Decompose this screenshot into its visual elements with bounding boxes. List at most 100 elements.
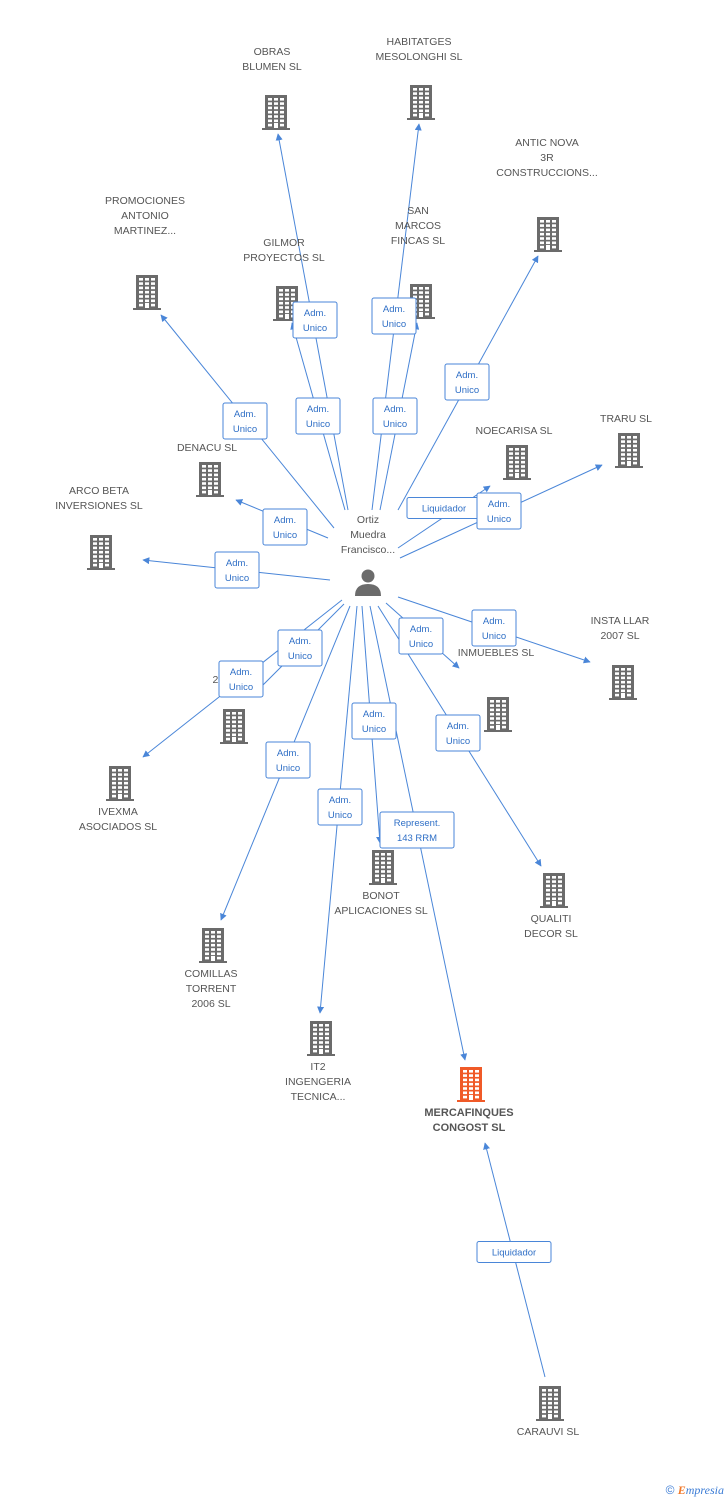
edge-label-mercafinques[interactable]: Represent.143 RRM xyxy=(379,811,455,849)
company-node-traru[interactable]: TRARU SL xyxy=(600,413,652,468)
edge-label-bonot-text: Unico xyxy=(362,724,386,735)
edge-label-qualiti-text: Adm. xyxy=(447,721,469,732)
edge-label-promociones-text: Unico xyxy=(233,424,257,435)
company-label: PROMOCIONESANTONIOMARTINEZ... xyxy=(105,195,185,237)
edge-label-bonot-text: Adm. xyxy=(363,709,385,720)
company-label-line: FINCAS SL xyxy=(391,235,445,247)
edge-label-denacu-text: Unico xyxy=(273,530,297,541)
edge-label-habitatges[interactable]: Adm.Unico xyxy=(371,297,417,335)
edge-label-a2012[interactable]: Adm. Unico xyxy=(277,629,323,667)
company-label-line: OBRAS xyxy=(254,46,291,58)
edge-label-ivexma[interactable]: Adm.Unico xyxy=(218,660,264,698)
company-label-line: CONSTRUCCIONS... xyxy=(496,167,598,179)
edge-label-comillas[interactable]: Adm.Unico xyxy=(265,741,311,779)
person-label-line: Muedra xyxy=(350,529,386,541)
edge-label-sanmarcos-text: Adm. xyxy=(384,404,406,415)
edge-label-arcobeta[interactable]: Adm.Unico xyxy=(214,551,260,589)
building-icon xyxy=(369,850,397,885)
company-label-line: BONOT xyxy=(362,890,400,902)
edge-label-mercafinques-from-carauvi[interactable]: Liquidador xyxy=(476,1241,552,1263)
edge-label-a2012-text: Adm. xyxy=(289,636,311,647)
edge-label-it2[interactable]: Adm.Unico xyxy=(317,788,363,826)
building-icon xyxy=(196,462,224,497)
company-node-installar[interactable]: INSTA LLAR 2007 SL xyxy=(591,615,650,700)
edge-label-antic-text: Adm. xyxy=(456,370,478,381)
building-icon xyxy=(615,433,643,468)
edge-label-traru-text: Unico xyxy=(487,514,511,525)
edge-label-installar[interactable]: Adm.Unico xyxy=(471,609,517,647)
edge-label-denacu[interactable]: Adm.Unico xyxy=(262,508,308,546)
company-label: ANTIC NOVA3RCONSTRUCCIONS... xyxy=(496,137,598,179)
company-label-line: PROYECTOS SL xyxy=(243,252,325,264)
edge-label-arcobeta-text: Adm. xyxy=(226,558,248,569)
company-label-line: TORRENT xyxy=(186,983,237,995)
edge-label-a2012-text: Unico xyxy=(288,651,312,662)
company-node-bonot[interactable]: BONOT APLICACIONES SL xyxy=(334,850,428,917)
building-icon xyxy=(262,95,290,130)
edge-label-gilmor-text: Unico xyxy=(306,419,330,430)
company-label-line: IVEXMA xyxy=(98,806,138,818)
edge-label-gilmor[interactable]: Adm. Unico xyxy=(295,397,341,435)
company-node-noecarisa[interactable]: NOECARISA SL xyxy=(475,425,553,480)
edge-label-antic[interactable]: Adm. Unico xyxy=(444,363,490,401)
edge-label-antic-text: Unico xyxy=(455,385,479,396)
company-label: IVEXMA ASOCIADOS SL xyxy=(79,806,157,833)
company-label: TRARU SL xyxy=(600,413,652,425)
edge-label-obras-text: Unico xyxy=(303,323,327,334)
building-icon xyxy=(106,766,134,801)
company-node-ivexma[interactable]: IVEXMA ASOCIADOS SL xyxy=(79,766,157,833)
brand-logo: Empresia xyxy=(678,1483,724,1497)
edge-label-gamma-text: Adm. xyxy=(410,624,432,635)
company-label-line: 2007 SL xyxy=(600,630,639,642)
company-label-line: APLICACIONES SL xyxy=(334,905,428,917)
edge-label-promociones[interactable]: Adm.Unico xyxy=(222,402,268,440)
edge-label-sanmarcos[interactable]: Adm.Unico xyxy=(372,397,418,435)
company-label-line: DENACU SL xyxy=(177,442,237,454)
edge-labels-layer: Adm.UnicoAdm.UnicoAdm.UnicoAdm.UnicoAdm.… xyxy=(214,297,552,1263)
edge-label-bonot[interactable]: Adm. Unico xyxy=(351,702,397,740)
company-label-line: ASOCIADOS SL xyxy=(79,821,157,833)
company-label-line: ARCO BETA xyxy=(69,485,129,497)
person-label-line: Francisco... xyxy=(341,544,395,556)
edge-label-gamma[interactable]: Adm.Unico xyxy=(398,617,444,655)
company-label-line: CONGOST SL xyxy=(433,1122,506,1134)
edge-label-noecarisa[interactable]: Liquidador xyxy=(406,497,482,519)
company-node-antic[interactable]: ANTIC NOVA3RCONSTRUCCIONS... xyxy=(496,137,598,252)
person-node[interactable]: OrtizMuedraFrancisco... xyxy=(341,514,395,596)
building-icon xyxy=(457,1067,485,1102)
edge-label-traru-text: Adm. xyxy=(488,499,510,510)
building-icon xyxy=(609,665,637,700)
edge-label-installar-text: Adm. xyxy=(483,616,505,627)
person-label: OrtizMuedraFrancisco... xyxy=(341,514,395,556)
copyright-symbol: © xyxy=(665,1483,675,1497)
company-label-line: SAN xyxy=(407,205,429,217)
edge-label-gilmor-text: Adm. xyxy=(307,404,329,415)
edge-label-habitatges-text: Unico xyxy=(382,319,406,330)
edge-label-qualiti[interactable]: Adm.Unico xyxy=(435,714,481,752)
company-node-promociones[interactable]: PROMOCIONESANTONIOMARTINEZ... xyxy=(105,195,185,310)
edge-label-obras[interactable]: Adm.Unico xyxy=(292,301,338,339)
company-label-line: ANTIC NOVA xyxy=(515,137,578,149)
building-icon xyxy=(540,873,568,908)
company-node-denacu[interactable]: DENACU SL xyxy=(177,442,237,497)
company-label: NOECARISA SL xyxy=(475,425,552,437)
edge-label-traru[interactable]: Adm. Unico xyxy=(476,492,522,530)
company-label: INSTA LLAR 2007 SL xyxy=(591,615,650,642)
company-node-carauvi[interactable]: CARAUVI SL xyxy=(517,1386,580,1438)
company-node-it2[interactable]: IT2INGENGERIATECNICA... xyxy=(285,1021,351,1103)
company-label-line: INSTA LLAR xyxy=(591,615,650,627)
